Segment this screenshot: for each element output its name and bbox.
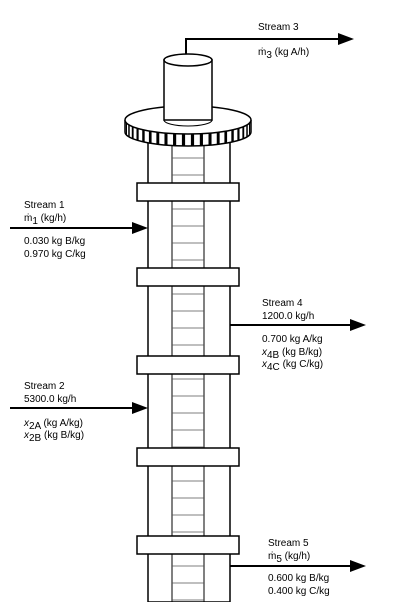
stream-2-composition-b: x2B (kg B/kg) — [23, 430, 84, 444]
condenser-fin — [231, 129, 234, 142]
stream-1-arrow — [10, 222, 148, 234]
stream-4-label: Stream 4 1200.0 kg/h 0.700 kg A/kg x4B (… — [261, 298, 323, 373]
condenser-fin — [199, 133, 203, 146]
condenser-fin — [237, 128, 240, 141]
stream-1-composition-b: 0.030 kg B/kg — [24, 236, 85, 247]
stream-3-flow-rate: ṁ3 (kg A/h) — [258, 47, 309, 61]
stream-3-label: Stream 3 ṁ3 (kg A/h) — [258, 22, 309, 61]
stream-5-arrow — [230, 560, 366, 572]
stream-4-name: Stream 4 — [262, 298, 303, 309]
condenser-fin — [246, 124, 248, 137]
stream-4-arrow — [230, 319, 366, 331]
condenser-fins — [124, 121, 252, 146]
stream-5-composition-c: 0.400 kg C/kg — [268, 586, 330, 597]
stream-3-name: Stream 3 — [258, 22, 299, 33]
condenser-fin — [242, 126, 245, 139]
condenser-fin — [190, 133, 195, 146]
top-pipe-rim — [163, 53, 213, 67]
condenser-fin — [248, 122, 251, 135]
condenser-fin — [148, 131, 152, 144]
condenser-fin — [156, 132, 160, 145]
stream-2-name: Stream 2 — [24, 381, 65, 392]
stream-5-composition-b: 0.600 kg B/kg — [268, 573, 329, 584]
condenser-fin — [131, 126, 134, 139]
stream-2-label: Stream 2 5300.0 kg/h x2A (kg A/kg) x2B (… — [23, 381, 84, 444]
condenser-fin — [124, 121, 126, 133]
stream-1-flow-rate: ṁ1 (kg/h) — [24, 213, 66, 227]
stream-3-arrow — [185, 33, 354, 54]
condenser-fin — [216, 132, 220, 145]
stream-1-composition-c: 0.970 kg C/kg — [24, 249, 86, 260]
top-pipe — [163, 53, 213, 127]
stream-4-composition-c: x4C (kg C/kg) — [261, 359, 323, 373]
condenser-fin — [164, 133, 168, 146]
stream-2-composition-a: x2A (kg A/kg) — [23, 418, 83, 432]
flange-5 — [136, 535, 240, 555]
stream-1-label: Stream 1 ṁ1 (kg/h) 0.030 kg B/kg 0.970 k… — [24, 200, 86, 260]
condenser-fin — [173, 133, 177, 146]
stream-2-flow-rate: 5300.0 kg/h — [24, 394, 76, 405]
condenser-fin — [128, 124, 130, 137]
column-flanges — [136, 182, 240, 555]
stream-2-arrow — [10, 402, 148, 414]
stream-1-name: Stream 1 — [24, 200, 65, 211]
stream-5-flow-rate: ṁ5 (kg/h) — [268, 551, 310, 565]
condenser-fin — [208, 133, 212, 146]
flange-2 — [136, 267, 240, 287]
top-pipe-body — [163, 59, 213, 121]
condenser-fin — [224, 131, 228, 144]
condenser-fin — [181, 133, 186, 146]
flange-3 — [136, 355, 240, 375]
stream-5-label: Stream 5 ṁ5 (kg/h) 0.600 kg B/kg 0.400 k… — [268, 538, 330, 597]
stream-4-flow-rate: 1200.0 kg/h — [262, 311, 314, 322]
condenser-fin — [125, 122, 128, 135]
stream-4-composition-b: x4B (kg B/kg) — [261, 347, 322, 361]
flange-4 — [136, 447, 240, 467]
condenser-fin — [142, 129, 145, 142]
condenser-fin — [250, 121, 252, 133]
condenser-fin — [136, 128, 139, 141]
stream-5-name: Stream 5 — [268, 538, 309, 549]
flange-1 — [136, 182, 240, 202]
stream-4-composition-a: 0.700 kg A/kg — [262, 334, 323, 345]
